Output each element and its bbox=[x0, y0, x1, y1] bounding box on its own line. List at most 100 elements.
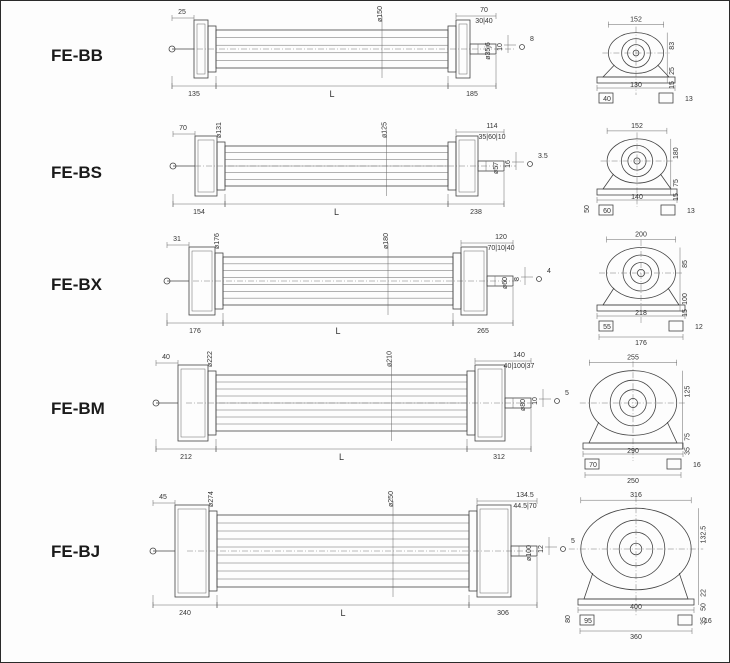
right-length-dim: 185 bbox=[466, 91, 478, 98]
left-length-dim: 154 bbox=[193, 209, 205, 216]
end-base-height-dim: 16 bbox=[693, 462, 701, 469]
right-sub-dim: 70|10|40 bbox=[488, 245, 515, 252]
end-base-dim: 290 bbox=[627, 448, 639, 455]
base-plate bbox=[596, 304, 686, 312]
left-bolt bbox=[149, 547, 157, 555]
drive-shaft bbox=[510, 545, 538, 557]
end-total-base-dim: 176 bbox=[635, 340, 647, 347]
right-sub-dim: 44.5|70 bbox=[513, 503, 536, 510]
right-length-dim: 238 bbox=[470, 209, 482, 216]
left-foot bbox=[598, 204, 614, 216]
flange-diameter-label: ø274 bbox=[208, 491, 215, 507]
right-length-dim: 312 bbox=[493, 454, 505, 461]
end-base-height-dim: 13 bbox=[687, 208, 695, 215]
center-length-dim: L bbox=[339, 452, 344, 462]
left-length-dim: 135 bbox=[188, 91, 200, 98]
drive-shaft bbox=[486, 275, 514, 287]
keyway-label: 5 bbox=[571, 538, 575, 545]
end-height-dim: 180 bbox=[673, 147, 680, 159]
right-foot bbox=[660, 204, 676, 216]
keyway-label: 4 bbox=[547, 268, 551, 275]
key-label: 12 bbox=[538, 545, 545, 553]
key-label: 10 bbox=[532, 397, 539, 405]
end-side-b-dim: 50 bbox=[700, 603, 707, 611]
shaft-diameter-label: ø80 bbox=[520, 399, 527, 411]
tube-diameter-label: ø180 bbox=[383, 233, 390, 249]
key-label: 16 bbox=[505, 160, 512, 168]
model-label: FE-BM bbox=[51, 399, 105, 418]
end-height-dim: 85 bbox=[682, 260, 689, 268]
left-bolt bbox=[169, 162, 177, 170]
end-base-dim: 218 bbox=[635, 310, 647, 317]
right-sub-dim: 30|40 bbox=[475, 18, 492, 25]
left-flange-dim: 25 bbox=[178, 9, 186, 16]
right-length-dim: 306 bbox=[497, 610, 509, 617]
end-base-height-dim: 12 bbox=[695, 324, 703, 331]
end-width-dim: 255 bbox=[627, 355, 639, 362]
left-foot bbox=[598, 92, 614, 104]
left-foot bbox=[598, 320, 614, 332]
right-foot bbox=[668, 320, 684, 332]
keyway-label: 8 bbox=[530, 36, 534, 43]
center-length-dim: L bbox=[334, 207, 339, 217]
shaft-diameter-label: ø57 bbox=[493, 162, 500, 174]
end-width-dim: 152 bbox=[630, 17, 642, 24]
keyway-label: 5 bbox=[565, 390, 569, 397]
flange-diameter-label: ø222 bbox=[207, 351, 214, 367]
key-detail-circle bbox=[527, 161, 533, 167]
left-foot bbox=[579, 614, 595, 626]
left-bolt bbox=[152, 399, 160, 407]
center-length-dim: L bbox=[340, 608, 345, 618]
end-foot-dim: 70 bbox=[589, 462, 597, 469]
center-length-dim: L bbox=[335, 326, 340, 336]
end-height-dim: 125 bbox=[684, 386, 691, 398]
model-label: FE-BB bbox=[51, 46, 103, 65]
end-foot-dim: 55 bbox=[603, 324, 611, 331]
right-top-dim: 140 bbox=[513, 352, 525, 359]
end-foot-dim: 95 bbox=[584, 618, 592, 625]
end-side-a-dim: 75 bbox=[684, 433, 691, 441]
end-width-dim: 200 bbox=[635, 232, 647, 239]
shaft-diameter-label: ø100 bbox=[526, 545, 533, 561]
end-base-dim: 140 bbox=[631, 194, 643, 201]
left-flange-dim: 45 bbox=[159, 494, 167, 501]
left-flange-dim: 31 bbox=[173, 236, 181, 243]
base-plate bbox=[577, 598, 695, 606]
end-height-dim: 132.5 bbox=[700, 526, 707, 544]
end-extra-dim: 35 bbox=[700, 617, 707, 625]
end-base-dim: 400 bbox=[630, 604, 642, 611]
flange-diameter-label: ø131 bbox=[216, 122, 223, 138]
left-flange-dim: 40 bbox=[162, 354, 170, 361]
tube-diameter-label: ø250 bbox=[388, 491, 395, 507]
end-side-a-dim: 75 bbox=[673, 179, 680, 187]
right-bearing-housing bbox=[476, 504, 512, 598]
drive-shaft bbox=[469, 43, 497, 55]
key-detail-circle bbox=[519, 44, 525, 50]
end-total-base-dim: 250 bbox=[627, 478, 639, 485]
end-side-b-dim: 15 bbox=[669, 81, 676, 89]
tube-diameter-label: ø125 bbox=[382, 122, 389, 138]
model-label: FE-BX bbox=[51, 275, 103, 294]
base-plate bbox=[596, 76, 676, 84]
base-plate bbox=[596, 188, 678, 196]
left-foot bbox=[584, 458, 600, 470]
end-side-b-dim: 15 bbox=[673, 193, 680, 201]
end-side-b-dim: 15 bbox=[682, 309, 689, 317]
end-side-b-dim: 35 bbox=[684, 447, 691, 455]
right-top-dim: 134.5 bbox=[516, 492, 534, 499]
right-top-dim: 70 bbox=[480, 7, 488, 14]
right-top-dim: 120 bbox=[495, 234, 507, 241]
end-height-dim: 83 bbox=[669, 42, 676, 50]
end-base-height-dim: 16 bbox=[704, 618, 712, 625]
keyway-label: 3.5 bbox=[538, 153, 548, 160]
